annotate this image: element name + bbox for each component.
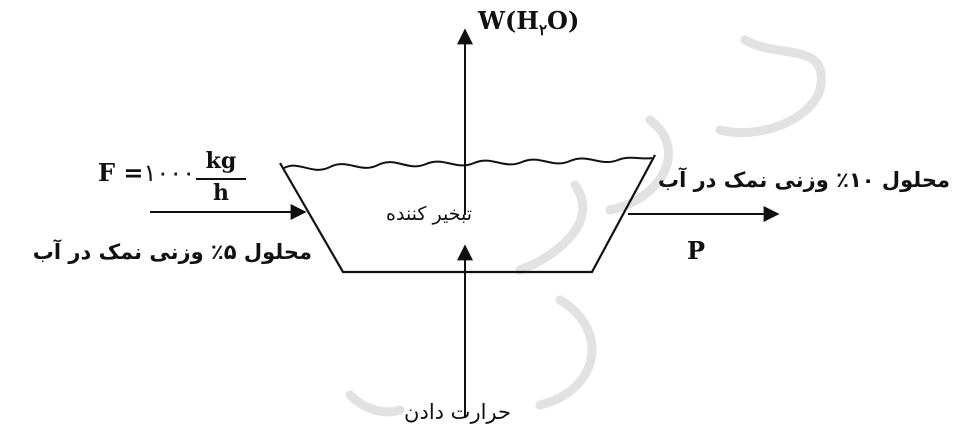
feed-symbol: F =۱۰۰۰ [98, 158, 195, 187]
feed-equals: = [123, 158, 144, 187]
vapor-label: W(H۲O) [478, 6, 579, 39]
vapor-label-subscript: ۲ [538, 20, 548, 39]
feed-unit-numerator: kg [205, 148, 237, 174]
feed-unit-denominator: h [213, 180, 229, 206]
product-description: محلول ۱۰٪ وزنی نمک در آب [657, 168, 950, 192]
evaporator-label: تبخیر کننده [386, 203, 472, 225]
heat-label: حرارت دادن [404, 400, 511, 424]
feed-value: ۱۰۰۰ [143, 159, 196, 187]
vapor-label-suffix: O) [547, 6, 580, 35]
liquid-surface [283, 156, 653, 171]
evaporator-vessel [279, 154, 656, 274]
feed-unit-fraction-bar [196, 178, 246, 180]
product-symbol: P [687, 236, 706, 265]
feed-description: محلول ۵٪ وزنی نمک در آب [32, 240, 312, 264]
watermark [345, 35, 826, 417]
vapor-label-prefix: W(H [478, 6, 539, 35]
feed-symbol-letter: F [98, 158, 116, 187]
